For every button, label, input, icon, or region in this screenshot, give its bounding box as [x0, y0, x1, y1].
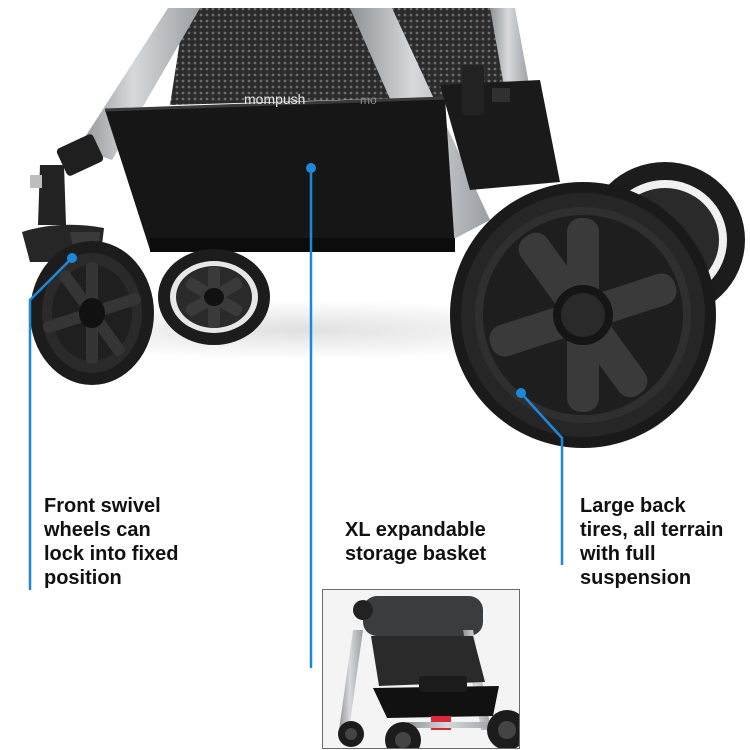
- left-frame-tube: [78, 8, 200, 160]
- callout-back-tires: Large back tires, all terrain with full …: [580, 495, 724, 589]
- callout-line-front: [28, 257, 73, 590]
- inset-stroller-illustration: [323, 590, 519, 748]
- frame-joint: [56, 134, 104, 176]
- callout-front-wheels: Front swivel wheels can lock into fixed …: [44, 495, 179, 589]
- callout-basket: XL expandable storage basket: [345, 519, 487, 565]
- brand-logo: mompush: [244, 91, 305, 107]
- svg-text:mo: mo: [360, 93, 377, 107]
- callout-line-back: [520, 392, 564, 565]
- callout-dot-icon: [306, 163, 316, 173]
- front-swivel-wheel: [30, 241, 154, 385]
- basket-expanded-inset: [322, 589, 520, 749]
- callout-dot-icon: [516, 388, 526, 398]
- callout-dot-icon: [67, 253, 77, 263]
- front-wheel-rear: [158, 249, 270, 345]
- callout-lines: [28, 168, 564, 668]
- front-caster-post: [38, 165, 66, 225]
- large-back-tire: [450, 182, 716, 448]
- inset-basket: [373, 686, 499, 718]
- storage-basket: [105, 98, 455, 250]
- inset-canopy: [363, 596, 483, 636]
